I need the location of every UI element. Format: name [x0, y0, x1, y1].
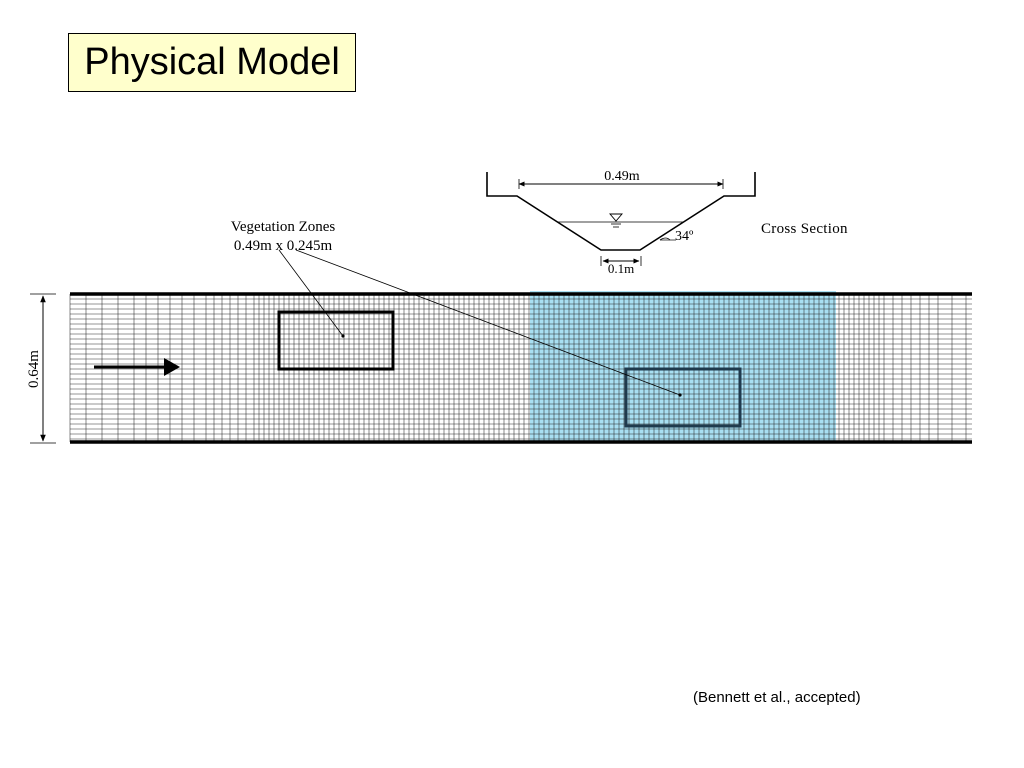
slide-title: Physical Model: [68, 33, 356, 92]
highlighted-region: [530, 291, 836, 443]
leader-line-zone-1: [278, 249, 345, 338]
top-width-label: 0.49m: [604, 169, 640, 184]
water-level-triangle-icon: [609, 213, 623, 228]
angle-arc: [659, 237, 671, 241]
leader-line-zone-2: [295, 249, 682, 397]
right-arrow-icon: [94, 358, 180, 376]
citation-text: (Bennett et al., accepted): [693, 689, 861, 706]
channel-mesh: [69, 291, 972, 444]
vegetation-zone-2: [624, 367, 742, 428]
channel-width-dimension: 0.64m: [26, 293, 56, 444]
vegetation-zones-size-label: 0.49m x 0.245m: [234, 238, 333, 254]
cross-section-label: Cross Section: [761, 221, 848, 237]
angle-label: 34º: [675, 229, 694, 244]
cross-section-profile: [486, 172, 756, 251]
cross-section-diagram: 0.49m 0.1m 34º Cross Section: [486, 169, 848, 276]
vegetation-zones-label: Vegetation Zones: [231, 219, 336, 235]
channel-width-label: 0.64m: [26, 350, 42, 388]
bottom-width-label: 0.1m: [608, 261, 634, 276]
channel-background: [70, 294, 972, 443]
vegetation-zone-1: [277, 310, 395, 371]
